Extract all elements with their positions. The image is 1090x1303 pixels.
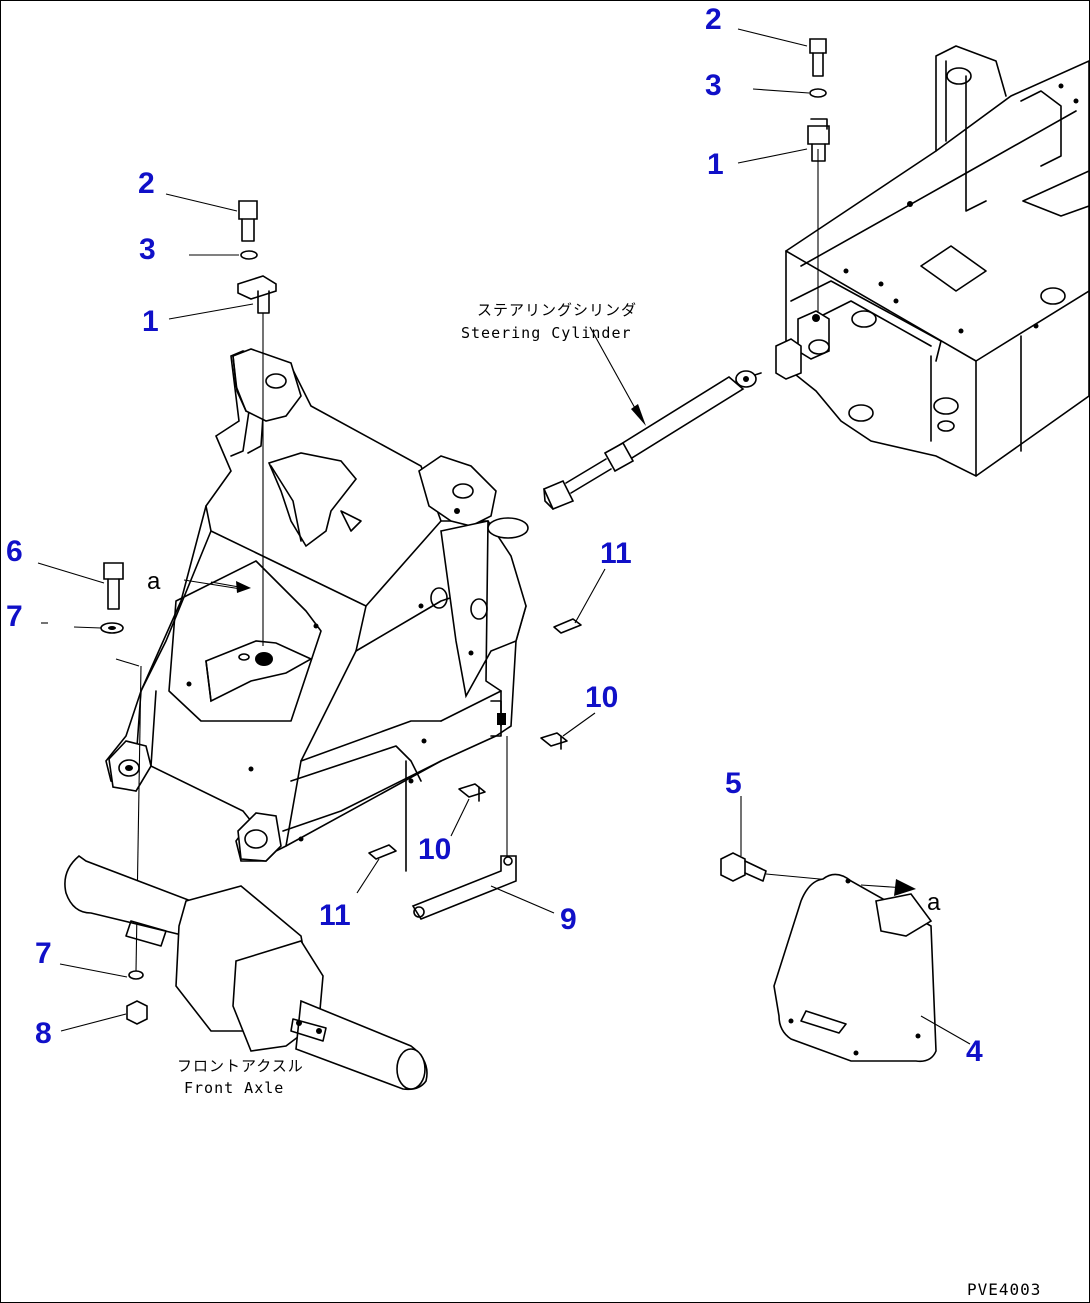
caption-front-axle-jp: フロントアクスル <box>177 1057 304 1075</box>
label-9: 9 <box>560 903 577 936</box>
label-4: 4 <box>966 1035 983 1068</box>
pin-stack-front <box>237 200 277 314</box>
caption-front-axle-en: Front Axle <box>184 1079 284 1097</box>
view-marker-a-right: a <box>927 889 941 916</box>
pin-alignment-lines <box>41 149 819 972</box>
label-6: 6 <box>6 535 23 568</box>
label-3-left: 3 <box>139 233 156 266</box>
label-10-mid: 10 <box>418 833 451 866</box>
label-8: 8 <box>35 1017 52 1050</box>
stay-10-right <box>540 732 568 750</box>
leader-lines <box>37 28 971 1045</box>
label-10-right: 10 <box>585 681 618 714</box>
front-frame <box>105 348 529 872</box>
stay-11-mid <box>368 844 397 860</box>
stay-11-right <box>553 618 582 634</box>
label-11-right: 11 <box>600 537 632 570</box>
cover-plate-4 <box>773 873 937 1063</box>
label-5: 5 <box>725 767 742 800</box>
label-11-mid: 11 <box>319 899 351 932</box>
bolt-5 <box>720 852 842 882</box>
caption-steering-cylinder-en: Steering Cylinder <box>461 324 632 342</box>
steering-cylinder <box>542 370 762 511</box>
view-marker-a-left: a <box>147 568 161 595</box>
label-1-top: 1 <box>707 148 724 181</box>
stay-9 <box>411 855 517 920</box>
label-3-top: 3 <box>705 69 722 102</box>
stay-10-mid <box>458 783 486 802</box>
caption-steering-cylinder-jp: ステアリングシリンダ <box>477 301 637 319</box>
bolt-6 <box>100 562 124 634</box>
pin-stack-rear <box>807 38 830 162</box>
label-7-bottom: 7 <box>35 937 52 970</box>
nut-8 <box>126 970 148 1025</box>
drawing-code: PVE4003 <box>967 1280 1041 1299</box>
part-labels: 2 3 1 2 3 1 6 7 11 10 10 11 9 5 4 7 8 <box>6 3 983 1068</box>
rear-frame <box>775 45 1089 477</box>
label-2-left: 2 <box>138 167 155 200</box>
label-2-top: 2 <box>705 3 722 36</box>
label-7-left: 7 <box>6 600 23 633</box>
label-1-left: 1 <box>142 305 159 338</box>
front-axle <box>64 854 428 1091</box>
